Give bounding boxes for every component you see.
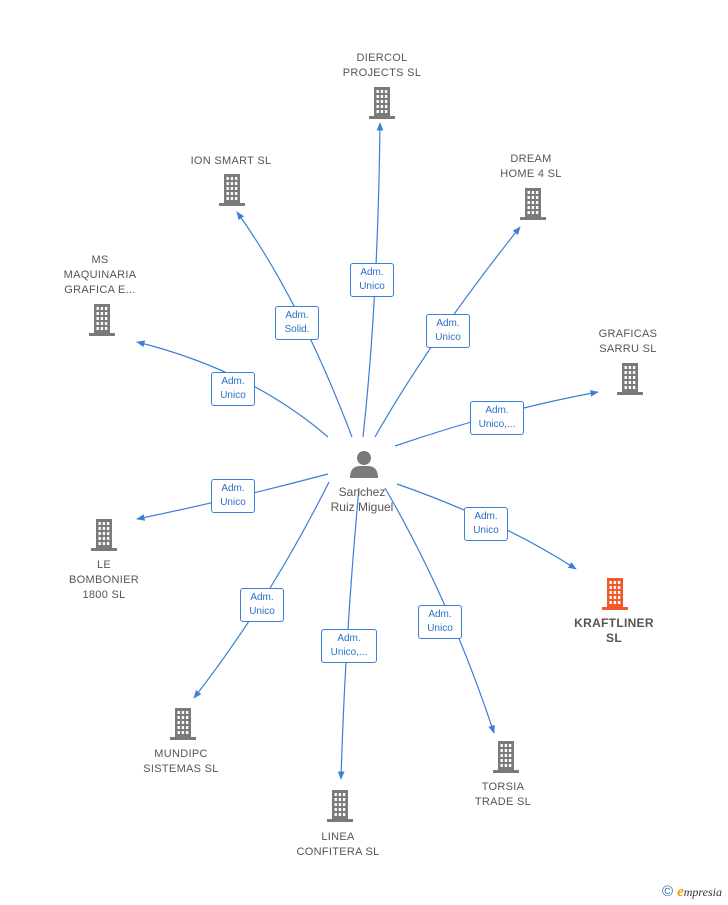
label-line: DREAM <box>510 153 552 165</box>
label-line: Adm. <box>221 483 245 494</box>
building-icon[interactable] <box>369 87 395 119</box>
label-line: Adm. <box>337 633 361 644</box>
label-line: Adm. <box>250 592 274 603</box>
label-line: MS <box>91 254 109 266</box>
company-label-linea[interactable]: LINEA CONFITERA SL <box>273 830 403 860</box>
company-label-ms[interactable]: MS MAQUINARIA GRAFICA E... <box>35 253 165 298</box>
label-line: Unico,... <box>330 647 368 658</box>
label-line: Adm. <box>221 376 245 387</box>
building-icon[interactable] <box>91 519 117 551</box>
building-icon[interactable] <box>617 363 643 395</box>
role-label-linea[interactable]: Adm. Unico,... <box>321 629 377 663</box>
label-line: PROJECTS SL <box>342 67 422 79</box>
label-line: 1800 SL <box>82 589 126 601</box>
company-label-mundipc[interactable]: MUNDIPC SISTEMAS SL <box>116 747 246 777</box>
label-line: SISTEMAS SL <box>143 763 219 775</box>
role-label-kraftliner[interactable]: Adm. Unico <box>464 507 508 541</box>
company-label-ionsmart[interactable]: ION SMART SL <box>166 154 296 169</box>
company-label-dream[interactable]: DREAM HOME 4 SL <box>466 152 596 182</box>
label-line: BOMBONIER <box>69 574 139 586</box>
label-line: Adm. <box>285 310 309 321</box>
role-label-diercol[interactable]: Adm. Unico <box>350 263 394 297</box>
label-line: Adm. <box>360 267 384 278</box>
company-label-lebombonier[interactable]: LE BOMBONIER 1800 SL <box>39 558 169 603</box>
company-label-diercol[interactable]: DIERCOL PROJECTS SL <box>317 51 447 81</box>
role-label-dream[interactable]: Adm. Unico <box>426 314 470 348</box>
building-icon[interactable] <box>493 741 519 773</box>
building-icon[interactable] <box>602 578 628 610</box>
role-label-lebombonier[interactable]: Adm. Unico <box>211 479 255 513</box>
label-line: Unico <box>427 623 453 634</box>
label-line: MUNDIPC <box>154 748 208 760</box>
label-line: GRAFICAS <box>598 328 658 340</box>
label-line: Unico <box>249 606 275 617</box>
label-line: Sanchez <box>338 485 386 499</box>
building-icon[interactable] <box>170 708 196 740</box>
label-line: SARRU SL <box>599 343 657 355</box>
label-line: SL <box>606 631 622 645</box>
label-line: HOME 4 SL <box>500 168 562 180</box>
label-line: ION SMART SL <box>190 155 272 167</box>
company-label-graficas[interactable]: GRAFICAS SARRU SL <box>563 327 693 357</box>
label-line: Unico <box>220 497 246 508</box>
label-line: TRADE SL <box>474 796 532 808</box>
label-line: Adm. <box>428 609 452 620</box>
label-line: Unico <box>435 332 461 343</box>
label-line: MAQUINARIA <box>63 269 137 281</box>
role-label-ms[interactable]: Adm. Unico <box>211 372 255 406</box>
label-line: Unico,... <box>478 419 516 430</box>
building-icon[interactable] <box>520 188 546 220</box>
label-line: DIERCOL <box>356 52 408 64</box>
brand-initial: e <box>677 884 684 900</box>
brand-logo[interactable]: ©empresia <box>662 883 722 901</box>
role-label-graficas[interactable]: Adm. Unico,... <box>470 401 524 435</box>
label-line: TORSIA <box>481 781 525 793</box>
building-icon[interactable] <box>89 304 115 336</box>
label-line: Adm. <box>485 405 509 416</box>
label-line: GRAFICA E... <box>64 284 136 296</box>
label-line: Adm. <box>436 318 460 329</box>
label-line: Unico <box>473 525 499 536</box>
label-line: Unico <box>220 390 246 401</box>
label-line: Ruiz Miguel <box>330 500 394 514</box>
role-label-torsia[interactable]: Adm. Unico <box>418 605 462 639</box>
label-line: CONFITERA SL <box>296 846 380 858</box>
role-label-ionsmart[interactable]: Adm. Solid. <box>275 306 319 340</box>
label-line: LE <box>96 559 112 571</box>
person-icon[interactable] <box>350 451 378 478</box>
company-label-torsia[interactable]: TORSIA TRADE SL <box>438 780 568 810</box>
label-line: Solid. <box>284 324 310 335</box>
label-line: LINEA <box>321 831 355 843</box>
label-line: Unico <box>359 281 385 292</box>
label-line: KRAFTLINER <box>574 616 654 630</box>
copyright-icon: © <box>662 883 674 900</box>
role-label-mundipc[interactable]: Adm. Unico <box>240 588 284 622</box>
brand-name: mpresia <box>683 885 722 899</box>
building-icon[interactable] <box>219 174 245 206</box>
label-line: Adm. <box>474 511 498 522</box>
building-icon[interactable] <box>327 790 353 822</box>
